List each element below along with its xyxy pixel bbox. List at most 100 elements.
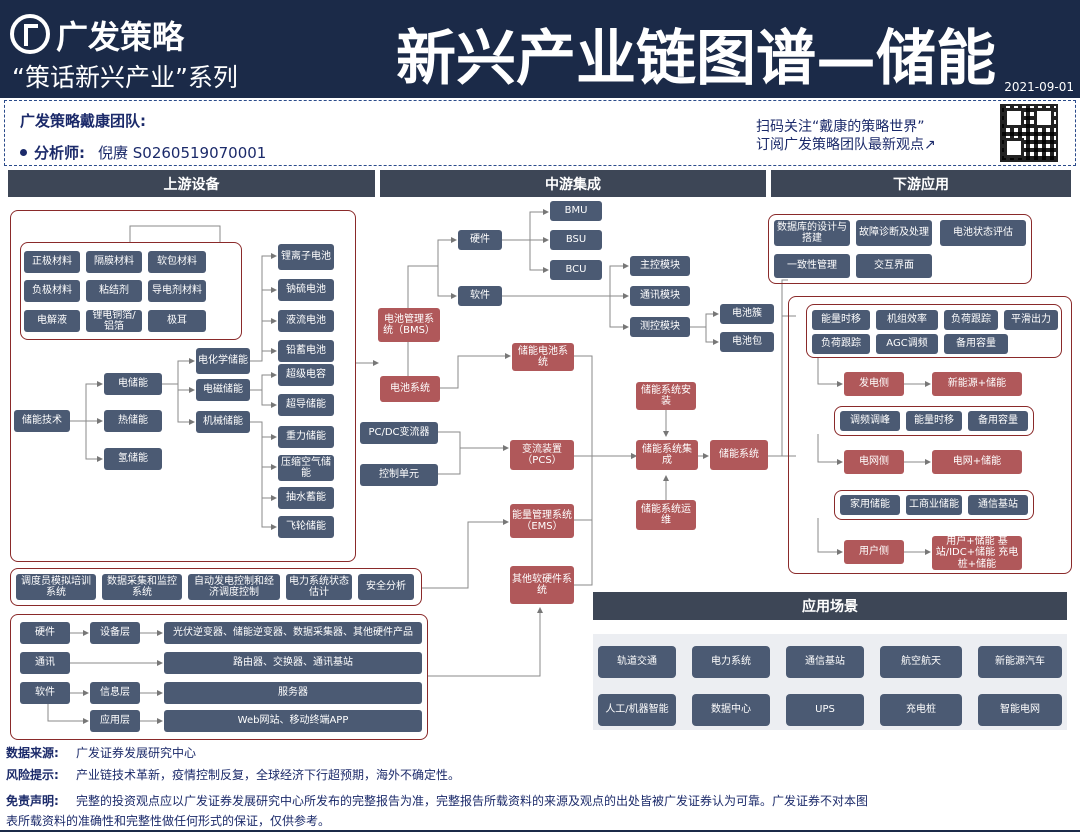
layers-frame [10, 614, 428, 740]
section-midstream: 中游集成 [380, 170, 766, 197]
bullet-icon [20, 149, 27, 156]
battery-system-node: 电池系统 [380, 376, 440, 402]
material-node: 电解液 [24, 310, 80, 332]
type-node: 热储能 [104, 410, 162, 432]
subtype-node: 电磁储能 [196, 379, 250, 401]
battery-node: 钠硫电池 [278, 279, 334, 301]
storage-system-node: 储能系统 [710, 440, 768, 470]
grid-function-node: 调频调峰 [840, 411, 900, 431]
source-text: 广发证券发展研究中心 [76, 746, 197, 760]
disclaimer-text: 完整的投资观点应以广发证券发展研究中心所发布的完整报告为准，完整报告所载资料的来… [76, 794, 869, 808]
qr-code-icon[interactable] [1000, 104, 1058, 162]
page-title: 新兴产业链图谱—储能 [396, 24, 996, 94]
software-node: 自动发电控制和经济调度控制 [188, 574, 280, 600]
user-function-node: 通信基站 [968, 495, 1028, 515]
gen-function-node: 机组效率 [876, 310, 938, 330]
layer-node: 信息层 [90, 682, 140, 704]
scene-node: 通信基站 [786, 646, 864, 678]
battery-node: 液流电池 [278, 310, 334, 332]
user-result-node: 用户+储能 基站/IDC+储能 充电桩+储能 [932, 536, 1022, 570]
report-date: 2021-09-01 [1004, 80, 1074, 94]
scene-node: 轨道交通 [598, 646, 676, 678]
storage-battery-system-node: 储能电池系统 [512, 343, 574, 371]
bms-function-node: 故障诊断及处理 [856, 220, 932, 246]
risk-text: 产业链技术革新，疫情控制反复，全球经济下行超预期，海外不确定性。 [76, 768, 461, 782]
material-node: 正极材料 [24, 251, 80, 273]
upstream-frame [10, 210, 356, 562]
scene-node: 充电桩 [880, 694, 962, 726]
material-node: 隔膜材料 [86, 251, 142, 273]
series-name: “策话新兴产业”系列 [12, 63, 238, 92]
integration-node: 储能系统集成 [636, 440, 698, 470]
cluster-node: 电池簇 [720, 304, 774, 324]
measure-module-node: 测控模块 [630, 317, 690, 337]
gen-function-node: 负荷跟踪 [812, 334, 870, 354]
brand-logo-icon [10, 14, 50, 54]
em-node: 超级电容 [278, 364, 334, 386]
grid-function-frame [834, 406, 1034, 436]
software-node: 电力系统状态估计 [286, 574, 352, 600]
section-scenes: 应用场景 [593, 592, 1067, 620]
analyst-name: 倪赓 S0260519070001 [98, 144, 267, 162]
grid-side-node: 电网侧 [844, 450, 904, 474]
scene-node: 电力系统 [692, 646, 770, 678]
material-node: 导电剂材料 [148, 280, 206, 302]
bsu-node: BSU [550, 230, 602, 250]
mech-node: 抽水蓄能 [278, 487, 334, 509]
mech-node: 飞轮储能 [278, 516, 334, 538]
material-node: 粘结剂 [86, 280, 142, 302]
subtype-node: 电化学储能 [196, 348, 250, 374]
gen-side-node: 发电侧 [844, 372, 904, 396]
material-node: 软包材料 [148, 251, 206, 273]
bms-function-node: 交互界面 [856, 254, 932, 278]
footer-rule [0, 830, 1080, 832]
gen-function-node: 负荷跟踪 [944, 310, 998, 330]
subtype-node: 机械储能 [196, 411, 250, 433]
grid-function-node: 备用容量 [968, 411, 1028, 431]
material-node: 锂电铜箔/铝箔 [86, 310, 142, 332]
layer-content: Web网站、移动终端APP [164, 710, 422, 732]
team-name: 广发策略戴康团队: [20, 112, 146, 130]
install-node: 储能系统安装 [636, 382, 696, 410]
gen-function-node: 能量时移 [812, 310, 870, 330]
user-function-node: 工商业储能 [906, 495, 962, 515]
ems-node: 能量管理系统（EMS） [510, 504, 574, 538]
operation-node: 储能系统运维 [636, 500, 696, 530]
pack-node: 电池包 [720, 332, 774, 352]
bms-function-node: 数据库的设计与搭建 [774, 220, 850, 246]
source-label: 数据来源: [6, 746, 59, 760]
section-upstream: 上游设备 [8, 170, 375, 197]
layer-label: 通讯 [20, 652, 70, 674]
pcs-node: 变流装置（PCS） [510, 440, 574, 470]
em-node: 超导储能 [278, 394, 334, 416]
bcu-node: BCU [550, 260, 602, 280]
risk-label: 风险提示: [6, 768, 59, 782]
comm-module-node: 通讯模块 [630, 286, 690, 306]
qr-caption-line1: 扫码关注“戴康的策略世界” [756, 119, 925, 135]
gen-result-node: 新能源+储能 [932, 372, 1022, 396]
scene-node: 航空航天 [880, 646, 962, 678]
team-panel [4, 100, 1076, 166]
bms-function-node: 一致性管理 [774, 254, 850, 278]
bms-node: 电池管理系统（BMS） [378, 308, 440, 342]
materials-frame [20, 242, 242, 340]
battery-node: 铅蓄电池 [278, 340, 334, 362]
other-system-node: 其他软硬件系统 [510, 566, 574, 604]
scene-node: 智能电网 [978, 694, 1062, 726]
analyst-label: 分析师: [34, 144, 85, 162]
battery-node: 锂离子电池 [278, 244, 334, 270]
bms-function-frame [768, 214, 1032, 284]
hardware-node: 硬件 [458, 230, 502, 250]
software-node: 调度员模拟培训系统 [16, 574, 96, 600]
user-function-frame [834, 490, 1034, 520]
software-node: 数据采集和监控系统 [102, 574, 182, 600]
gen-function-frame [806, 304, 1062, 358]
bmu-node: BMU [550, 201, 602, 221]
gen-function-node: AGC调频 [876, 334, 938, 354]
material-node: 负极材料 [24, 280, 80, 302]
scene-node: 人工/机器智能 [598, 694, 676, 726]
type-node: 氢储能 [104, 448, 162, 470]
layer-content: 光伏逆变器、储能逆变器、数据采集器、其他硬件产品 [164, 622, 422, 644]
